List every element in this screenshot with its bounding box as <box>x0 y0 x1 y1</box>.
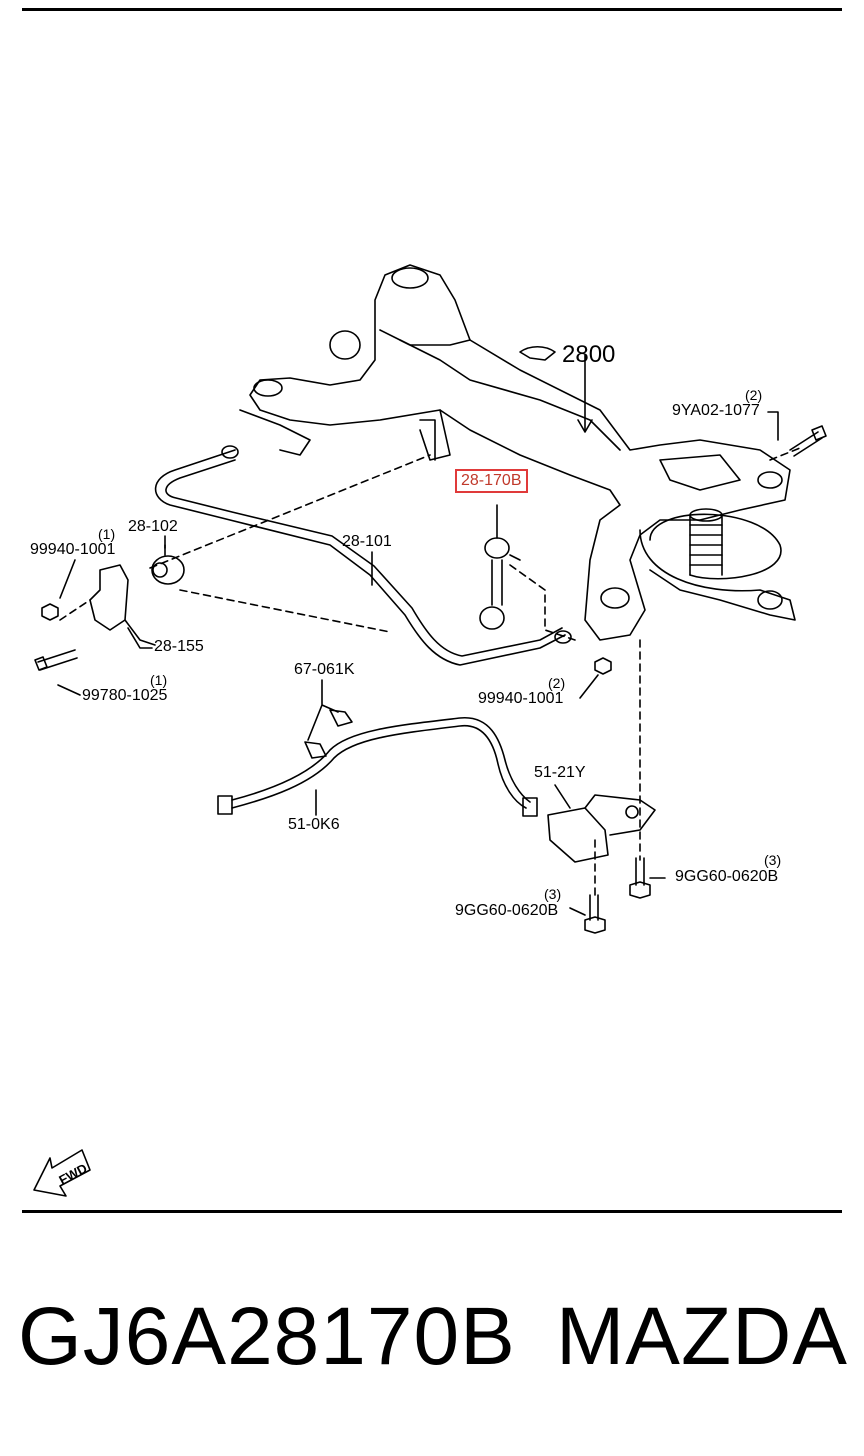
label-bolt-top-right: 9YA02-1077 <box>672 402 760 419</box>
label-sensor: 51-21Y <box>534 764 586 781</box>
label-frame: 2800 <box>562 341 616 368</box>
label-bolt-lower-center: 9GG60-0620B <box>455 902 559 919</box>
sensor-drawing <box>547 794 656 863</box>
fasteners-drawing <box>34 425 827 934</box>
label-bolt-left: 99780-1025 <box>82 687 168 704</box>
label-bolt-lower-right: 9GG60-0620B <box>675 868 779 885</box>
diagram-drawing: FWD <box>33 264 827 1197</box>
bushing-drawing <box>151 544 185 585</box>
fwd-arrow-icon <box>33 1149 91 1197</box>
label-bolt-lower-center-qty: (3) <box>544 886 562 902</box>
label-nut-right-qty: (2) <box>548 675 566 691</box>
label-bolt-left-qty: (1) <box>150 672 168 688</box>
footer: GJ6A28170B MAZDA <box>0 1290 864 1410</box>
label-bolt-top-right-qty: (2) <box>745 387 763 403</box>
label-stabilizer-bar: 28-101 <box>342 533 392 550</box>
label-nut-left-qty: (1) <box>98 526 116 542</box>
label-bolt-lower-right-qty: (3) <box>764 852 782 868</box>
bottom-rule <box>22 1210 842 1213</box>
stabilizer-bar-drawing <box>154 445 572 666</box>
part-number: GJ6A28170B <box>18 1291 516 1382</box>
label-bushing: 28-102 <box>128 518 178 535</box>
leader-lines <box>59 447 801 896</box>
parts-diagram: FWD 2800 (2) 9YA02-1077 28-170B (1) 9994… <box>30 264 827 1197</box>
label-nut-left: 99940-1001 <box>30 541 116 558</box>
label-harness: 51-0K6 <box>288 816 340 833</box>
stabilizer-link-drawing <box>479 504 521 630</box>
label-nut-right: 99940-1001 <box>478 690 564 707</box>
harness-drawing <box>217 709 538 817</box>
brand-name: MAZDA <box>556 1291 848 1382</box>
subframe-drawing <box>239 264 796 641</box>
label-bracket: 28-155 <box>154 638 204 655</box>
fwd-label: FWD <box>56 1161 89 1188</box>
label-leaders <box>57 411 779 916</box>
label-link-highlight[interactable]: 28-170B <box>455 469 528 493</box>
bracket-drawing <box>89 564 156 646</box>
top-rule <box>22 8 842 11</box>
label-clip: 67-061K <box>294 661 355 678</box>
